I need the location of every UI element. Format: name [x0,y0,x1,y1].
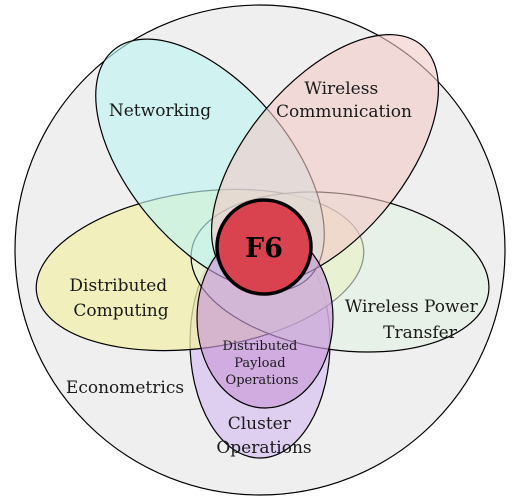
label-econometrics: Econometrics [66,378,184,398]
label-wireless-communication: Wireless Communication [276,79,412,122]
center-circle-f6 [215,198,313,296]
label-distributed-computing: Distributed Computing [69,276,172,321]
label-distributed-payload-operations: Distributed Payload Operations [223,339,302,388]
label-center-f6: F6 [245,233,283,264]
label-wireless-power-transfer: Wireless Power Transfer [345,297,483,343]
label-cluster-operations: Cluster Operations [216,414,311,458]
label-networking: Networking [109,101,211,121]
